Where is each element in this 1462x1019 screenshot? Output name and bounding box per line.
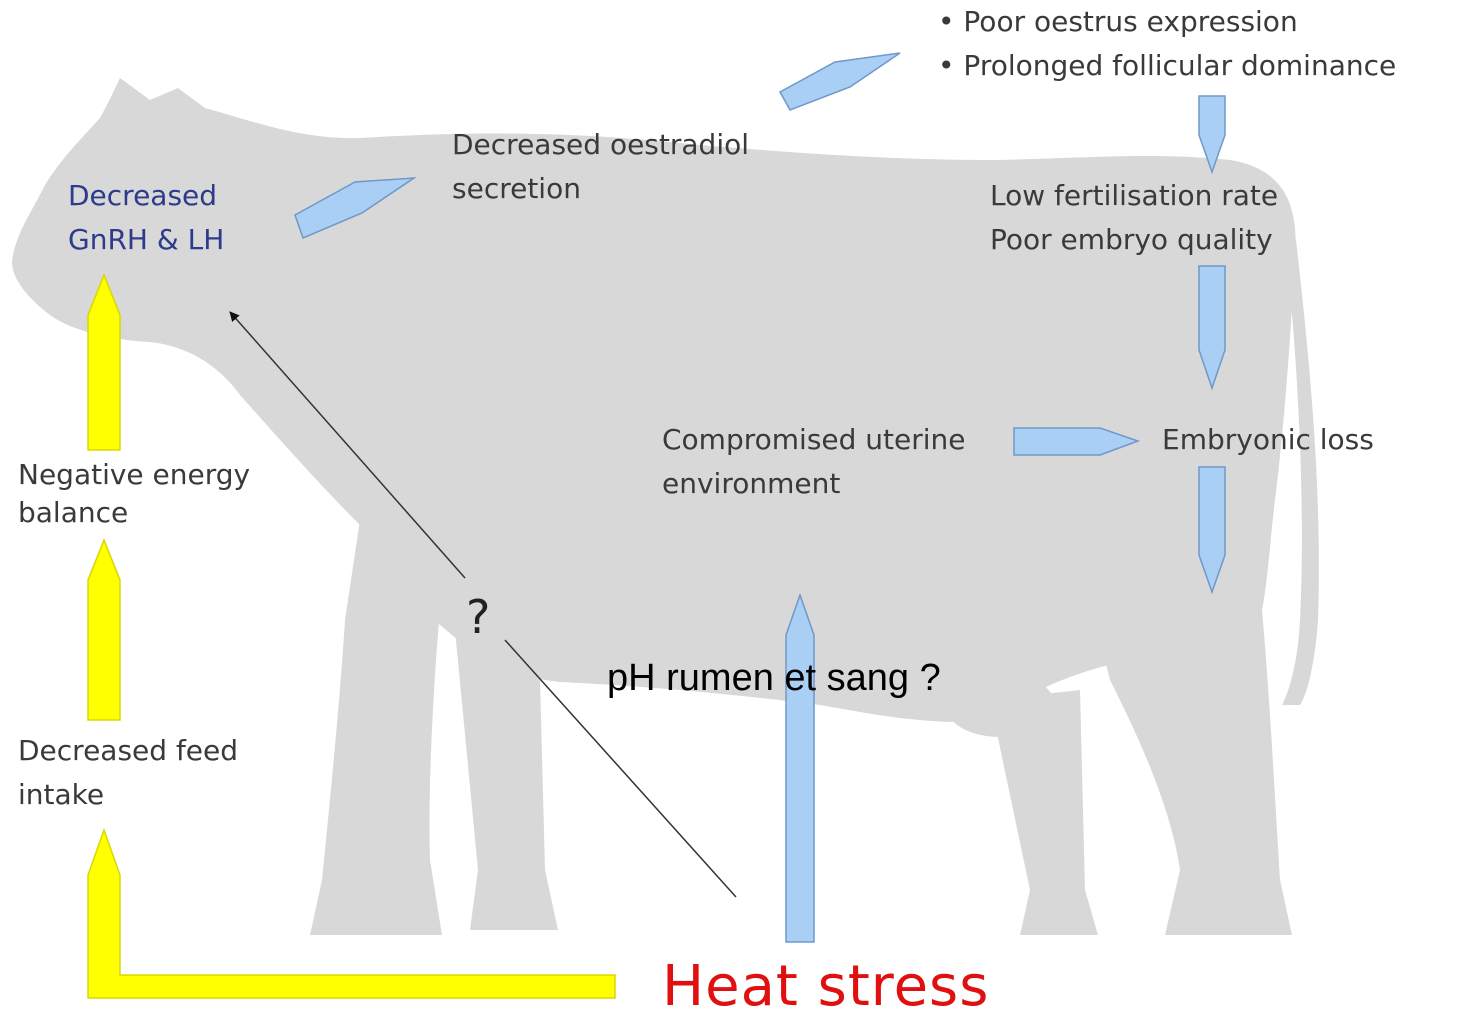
yellow-arrow-feed-to-energy bbox=[87, 537, 121, 721]
cow-second-front-leg bbox=[455, 630, 558, 930]
bullet-follicular-dominance: Prolonged follicular dominance bbox=[938, 44, 1396, 88]
blue-arrow-uterine-to-loss bbox=[1013, 427, 1141, 456]
bullet-poor-oestrus: Poor oestrus expression bbox=[938, 0, 1396, 44]
oestrus-bullet-list: Poor oestrus expression Prolonged follic… bbox=[938, 0, 1396, 88]
blue-arrow-loss-down bbox=[1198, 466, 1226, 595]
blue-arrow-gnrh-to-oestradiol bbox=[294, 177, 417, 240]
heat-stress-label: Heat stress bbox=[662, 954, 990, 1019]
uncertain-arrow-upper bbox=[229, 311, 466, 579]
yellow-arrow-heat-to-feed bbox=[87, 827, 616, 999]
uncertain-pathway bbox=[229, 311, 737, 898]
ph-note: pH rumen et sang ? bbox=[607, 657, 941, 699]
cow-silhouette bbox=[12, 78, 1319, 935]
cow-udder bbox=[945, 673, 1055, 737]
blue-arrow-heat-to-uterine bbox=[785, 592, 815, 943]
blue-arrows bbox=[294, 52, 1226, 943]
yellow-arrows bbox=[87, 272, 616, 999]
blue-arrow-oestrus-to-fertilisation bbox=[1198, 95, 1226, 175]
uncertain-arrow-lower bbox=[504, 639, 737, 898]
cow-body bbox=[12, 78, 1296, 722]
question-mark: ? bbox=[466, 590, 491, 644]
cow-tail bbox=[1282, 240, 1319, 705]
cow-ear bbox=[200, 110, 255, 195]
yellow-arrow-energy-to-gnrh bbox=[87, 272, 121, 451]
cow-second-hind-leg bbox=[990, 690, 1098, 935]
cow-front-leg bbox=[310, 520, 442, 935]
blue-arrow-fertilisation-to-loss bbox=[1198, 265, 1226, 391]
cow-hind-leg bbox=[1090, 600, 1292, 935]
embryonic-loss-label: Embryonic loss bbox=[1162, 423, 1374, 456]
blue-arrow-oestradiol-to-oestrus bbox=[778, 52, 901, 111]
